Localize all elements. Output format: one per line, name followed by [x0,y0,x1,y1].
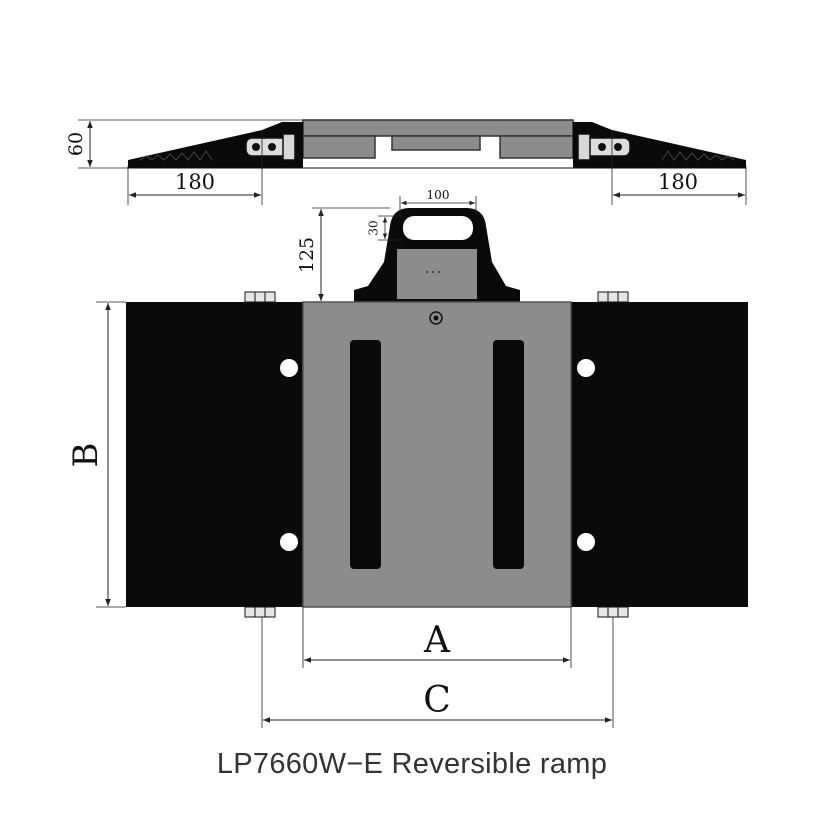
left-ramp-hinge [282,133,296,161]
right-ramp-latch-pin [598,143,606,151]
side-view-plate-lower-left [302,135,376,159]
dimension-overall-width: C [261,617,614,728]
plate-width-label: A [423,620,451,661]
handle-height-label: 125 [296,237,318,273]
dimension-side-height: 60 [65,119,303,169]
left-ramp-length-label: 180 [175,170,215,194]
right-ramp-top [571,302,748,607]
dimension-plate-depth: B [66,301,126,608]
right-ramp-hole-upper [577,359,595,377]
left-ramp-teeth [139,150,213,161]
overall-width-label: C [423,680,451,721]
left-ramp-hole-upper [280,359,298,377]
hinge-bottom-right [597,606,629,618]
side-view [128,119,746,169]
side-view-plate-bottom [391,135,481,151]
right-ramp-hole-lower [577,533,595,551]
handle-grip-hole [403,216,473,240]
dimension-plate-width: A [302,607,572,668]
right-ramp-hinge [577,133,591,161]
right-ramp-latch-pin [614,143,622,151]
plate-slot-left [350,340,381,569]
side-view-plate-lower-right [499,135,574,159]
dimension-right-ramp-length: 180 [611,130,747,205]
left-ramp-hole-lower [280,533,298,551]
right-ramp-teeth [661,150,735,161]
dimension-left-ramp-length: 180 [127,130,263,205]
side-view-plate [302,119,574,137]
hinge-top-left [244,291,276,303]
left-ramp-latch-pin [252,143,260,151]
dimension-handle-height: 125 [296,207,390,301]
dimension-handle-width: 100 [399,188,477,214]
handle-hole-height-label: 30 [367,220,381,235]
left-ramp-latch-pin [268,143,276,151]
right-ramp-latch [583,137,631,157]
diagram-caption: LP7660W−E Reversible ramp [216,748,608,780]
side-height-label: 60 [65,132,87,156]
hinge-top-right [597,291,629,303]
plate-slot-right [493,340,524,569]
left-ramp-top [126,302,303,607]
weighing-plate [302,301,572,608]
right-ramp-length-label: 180 [658,170,698,194]
top-view [126,208,748,618]
hinge-bottom-left [244,606,276,618]
handle-width-label: 100 [427,188,450,202]
handle-label-plate [397,249,477,299]
plate-depth-label: B [66,443,106,468]
dimension-handle-hole-height: 30 [367,215,403,241]
